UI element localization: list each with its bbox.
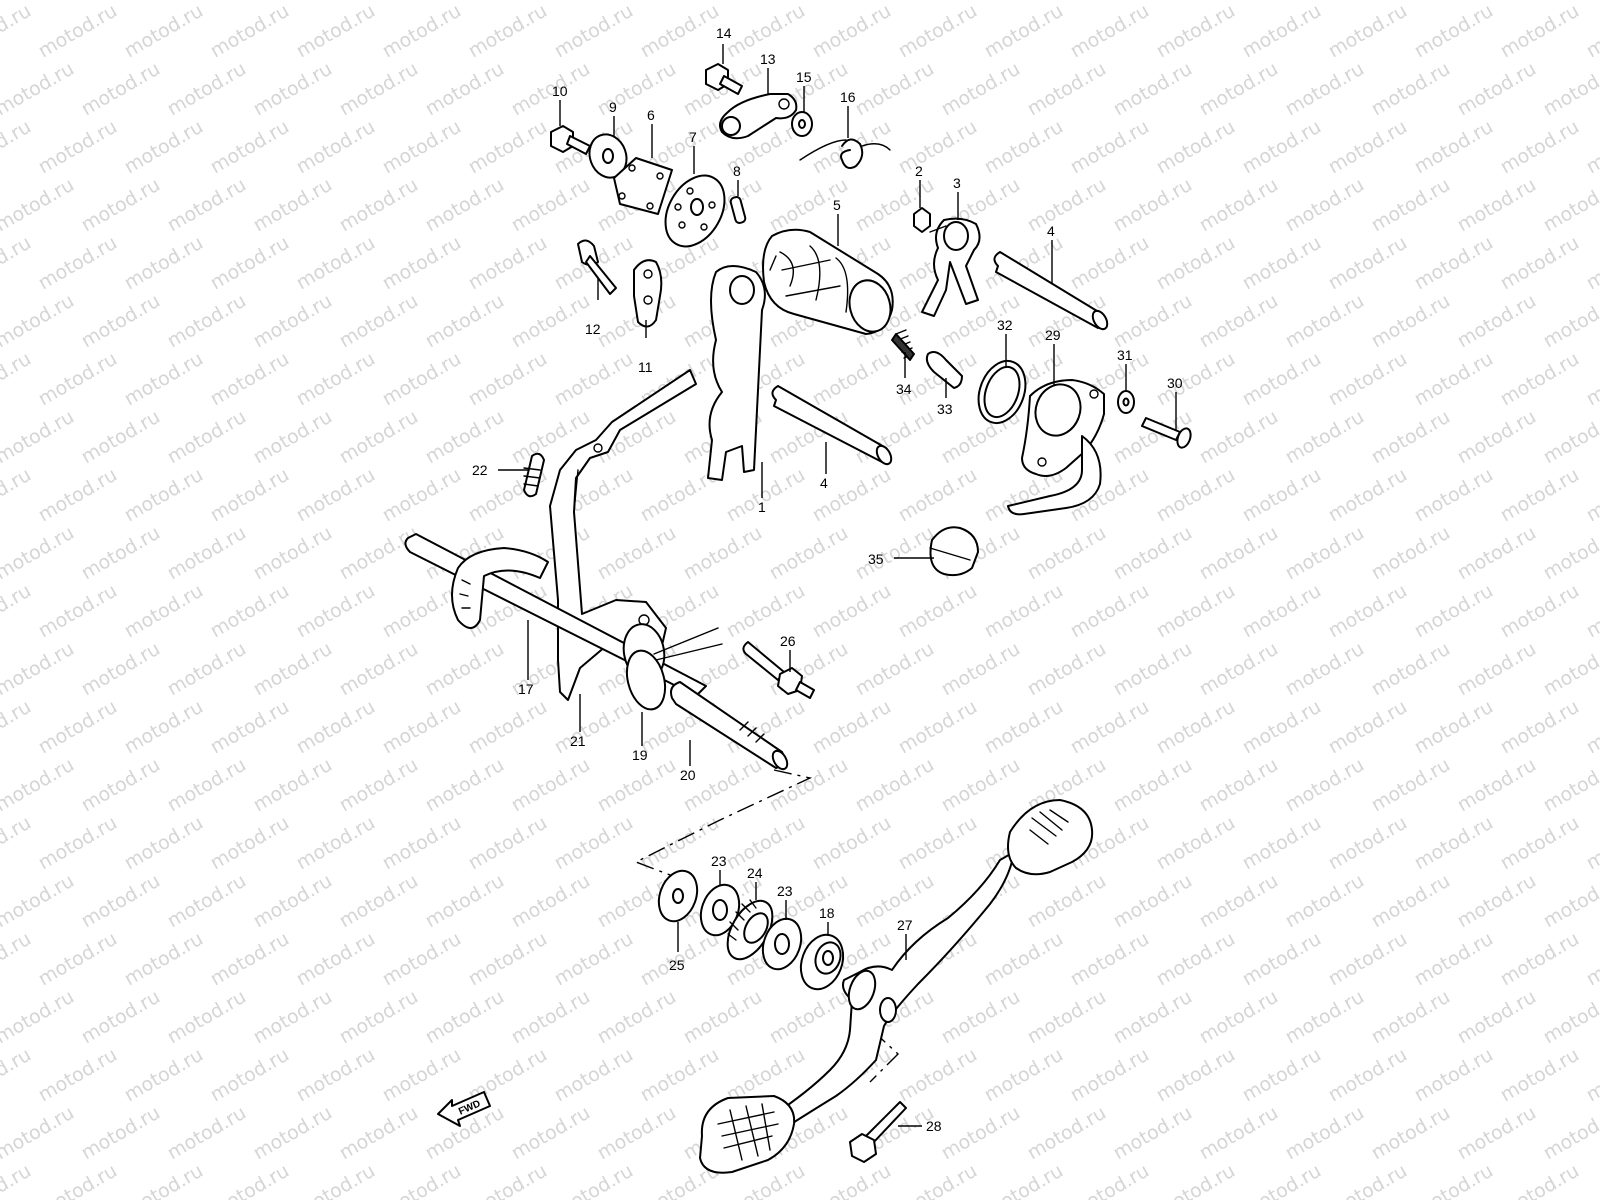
washer-31 [1117, 390, 1135, 414]
washer-9 [588, 133, 628, 179]
screw-30 [1141, 417, 1192, 449]
shift-fork-1 [707, 255, 777, 481]
part-label-14: 14 [716, 25, 732, 41]
part-label-27: 27 [897, 917, 913, 933]
shaft-4-upper [993, 251, 1109, 331]
neutral-switch-29 [1007, 379, 1105, 516]
part-label-10: 10 [552, 83, 568, 99]
part-label-33: 33 [937, 401, 953, 417]
return-spring-19 [625, 627, 723, 711]
part-label-30: 30 [1167, 375, 1183, 391]
washer-23b [761, 917, 803, 971]
washer-15 [791, 111, 813, 137]
part-label-9: 9 [609, 99, 617, 115]
wire-clamp-35 [929, 526, 979, 577]
part-label-13: 13 [760, 51, 776, 67]
washer-25 [657, 869, 699, 923]
part-labels: 14 13 15 16 10 9 6 7 8 2 3 5 4 12 32 29 … [472, 25, 1183, 1134]
part-label-4-upper: 4 [1047, 223, 1055, 239]
shaft-spline-20 [670, 681, 789, 771]
part-label-29: 29 [1045, 327, 1061, 343]
part-label-22: 22 [472, 462, 488, 478]
driven-gear-7 [664, 174, 726, 248]
part-label-7: 7 [689, 129, 697, 145]
screw-12 [577, 239, 617, 295]
cam-guide-11 [633, 259, 663, 328]
shaft-4-lower [771, 385, 893, 466]
part-label-6: 6 [647, 107, 655, 123]
pin-8 [729, 196, 747, 224]
contact-spring-34 [891, 329, 915, 361]
contact-33 [925, 351, 963, 389]
part-label-5: 5 [833, 197, 841, 213]
part-label-26: 26 [780, 633, 796, 649]
shift-fork-3 [921, 217, 981, 317]
pin-2 [913, 207, 931, 233]
stopper-13 [719, 93, 798, 140]
part-label-4-lower: 4 [820, 475, 828, 491]
part-label-8: 8 [733, 163, 741, 179]
part-label-32: 32 [997, 317, 1013, 333]
washer-23a [699, 883, 741, 937]
part-label-19: 19 [632, 747, 648, 763]
part-label-28: 28 [926, 1118, 942, 1134]
stopper-plate-6 [613, 157, 673, 215]
part-label-17: 17 [518, 681, 534, 697]
part-label-3: 3 [953, 175, 961, 191]
part-label-1: 1 [758, 499, 766, 515]
bolt-10 [550, 125, 591, 155]
part-label-11: 11 [638, 359, 653, 375]
part-label-12: 12 [585, 321, 601, 337]
o-ring-32 [977, 360, 1027, 424]
part-label-16: 16 [840, 89, 856, 105]
oil-seal-18 [799, 933, 845, 991]
part-label-31: 31 [1117, 347, 1133, 363]
part-label-21: 21 [570, 733, 586, 749]
part-label-34: 34 [896, 381, 912, 397]
bolt-26 [742, 641, 815, 699]
part-label-25: 25 [669, 957, 685, 973]
part-label-18: 18 [819, 905, 835, 921]
bolt-28 [849, 1101, 907, 1163]
spring-16 [799, 138, 891, 169]
bearing-24 [726, 899, 774, 961]
gearshift-lever-27 [699, 799, 1094, 1174]
fwd-arrow-icon: FWD [437, 1091, 491, 1127]
part-label-15: 15 [796, 69, 812, 85]
part-label-20: 20 [680, 767, 696, 783]
part-label-23b: 23 [777, 883, 793, 899]
part-label-23a: 23 [711, 853, 727, 869]
spring-22 [523, 452, 545, 498]
part-label-24: 24 [747, 865, 763, 881]
part-label-35: 35 [868, 551, 884, 567]
connection-line-upper [634, 769, 813, 879]
leader-lines [498, 44, 1177, 1127]
bolt-14 [705, 63, 743, 95]
part-label-2: 2 [915, 163, 923, 179]
gearshift-cam-5 [762, 228, 894, 335]
